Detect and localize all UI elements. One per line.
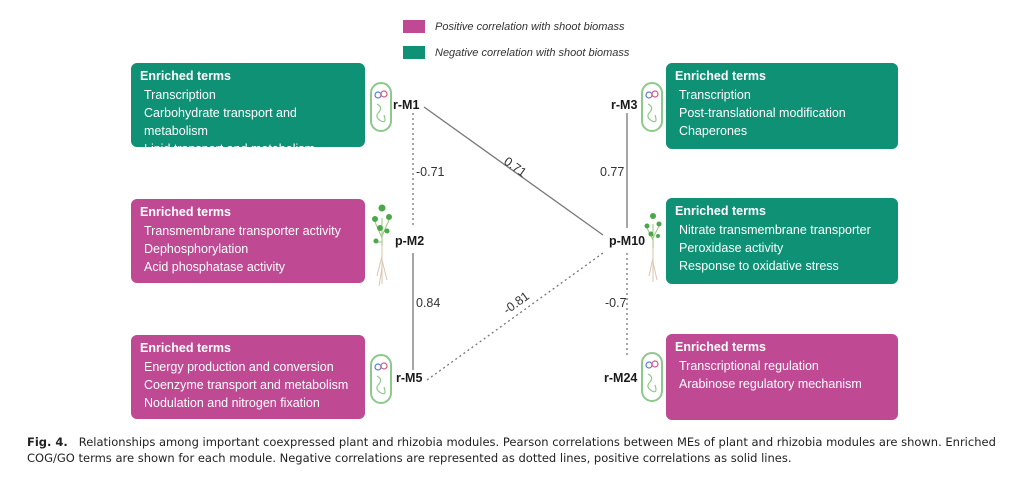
node-label-r-M1: r-M1 (393, 98, 420, 112)
edge-label-pM2-rM5: 0.84 (416, 296, 441, 310)
bacteria-icon (641, 352, 663, 402)
node-label-p-M2: p-M2 (395, 234, 425, 248)
enriched-term: Carbohydrate transport and metabolism (144, 106, 297, 138)
caption-label: Fig. 4. (27, 435, 68, 449)
edge-label-pM10-rM24: -0.7 (605, 296, 627, 310)
enriched-term: Lipid transport and metabolism (144, 142, 315, 156)
figure-caption: Fig. 4. Relationships among important co… (27, 434, 1017, 466)
bacteria-icon (370, 354, 392, 404)
plant-seedling-icon (372, 204, 392, 287)
enriched-term: Peroxidase activity (679, 241, 784, 255)
node-label-r-M5: r-M5 (396, 371, 423, 385)
node-label-p-M10: p-M10 (609, 234, 646, 248)
legend-swatch-negative (403, 46, 425, 59)
module-box-r-M24: Enriched terms Transcriptional regulatio… (666, 334, 898, 420)
box-title: Enriched terms (140, 341, 232, 355)
box-title: Enriched terms (675, 69, 767, 83)
edge-label-rM3-pM10: 0.77 (600, 165, 625, 179)
node-label-r-M24: r-M24 (604, 371, 638, 385)
edge-label-rM1-pM2: -0.71 (416, 165, 445, 179)
plant-seedling-icon (644, 213, 662, 282)
legend-swatch-positive (403, 20, 425, 33)
enriched-term: Nitrate transmembrane transporter (679, 223, 871, 237)
enriched-term: Transcription (144, 88, 216, 102)
caption-text: Relationships among important coexpresse… (27, 435, 996, 465)
enriched-term: Dephosphorylation (144, 242, 249, 256)
enriched-term: Transcription (679, 88, 751, 102)
enriched-term: Energy production and conversion (144, 360, 334, 374)
bacteria-icon (641, 82, 663, 132)
enriched-term: Acid phosphatase activity (144, 260, 286, 274)
legend-positive: Positive correlation with shoot biomass (403, 20, 625, 33)
enriched-term: Response to oxidative stress (679, 259, 839, 273)
enriched-term: Coenzyme transport and metabolism (144, 378, 349, 392)
enriched-term: Transcriptional regulation (679, 359, 819, 373)
box-title: Enriched terms (140, 69, 232, 83)
node-label-r-M3: r-M3 (611, 98, 638, 112)
box-title: Enriched terms (675, 204, 767, 218)
box-title: Enriched terms (140, 205, 232, 219)
legend-negative: Negative correlation with shoot biomass (403, 46, 629, 59)
box-title: Enriched terms (675, 340, 767, 354)
module-box-p-M10: Enriched terms Nitrate transmembrane tra… (666, 198, 898, 284)
enriched-term: Transmembrane transporter activity (144, 224, 341, 238)
enriched-term: Arabinose regulatory mechanism (679, 377, 862, 391)
legend-label-positive: Positive correlation with shoot biomass (435, 20, 625, 33)
module-box-r-M3: Enriched terms Transcription Post-transl… (666, 63, 898, 149)
enriched-term: Post-translational modification (679, 106, 846, 120)
module-box-r-M1: Enriched terms Transcription Carbohydrat… (131, 63, 365, 156)
enriched-term: Nodulation and nitrogen fixation (144, 396, 320, 410)
module-box-p-M2: Enriched terms Transmembrane transporter… (131, 199, 365, 283)
enriched-term: Chaperones (679, 124, 748, 138)
edge-rM5-pM10 (426, 252, 604, 381)
module-box-r-M5: Enriched terms Energy production and con… (131, 335, 365, 419)
edge-rM1-pM10 (423, 106, 604, 236)
bacteria-icon (370, 82, 392, 132)
legend-label-negative: Negative correlation with shoot biomass (435, 46, 630, 59)
